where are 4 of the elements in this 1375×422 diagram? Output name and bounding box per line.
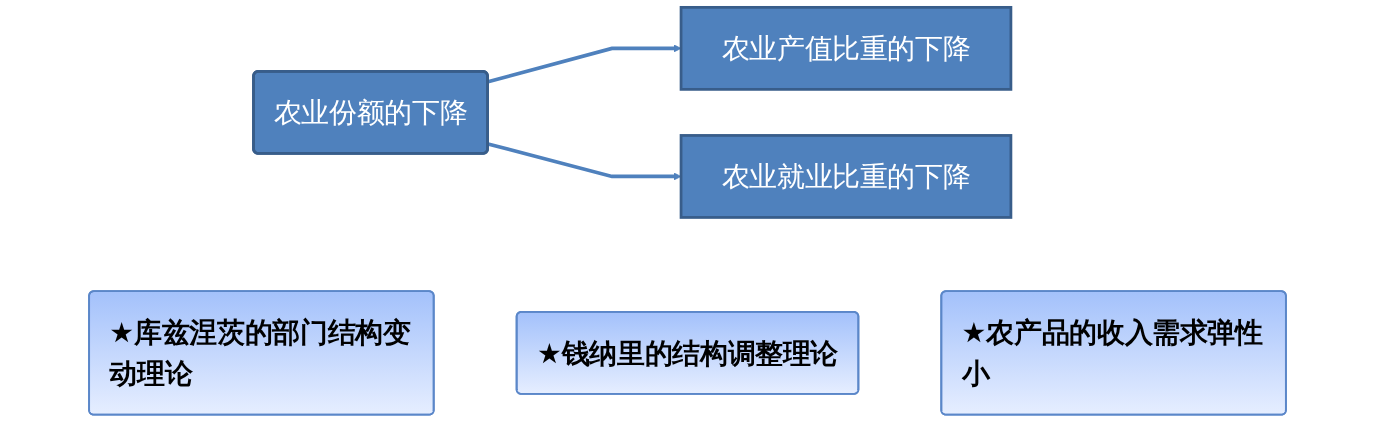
arrow xyxy=(487,142,682,181)
node-box: 农业就业比重的下降 xyxy=(679,134,1013,219)
node-box: 农业产值比重的下降 xyxy=(679,6,1013,91)
arrow xyxy=(487,44,682,84)
